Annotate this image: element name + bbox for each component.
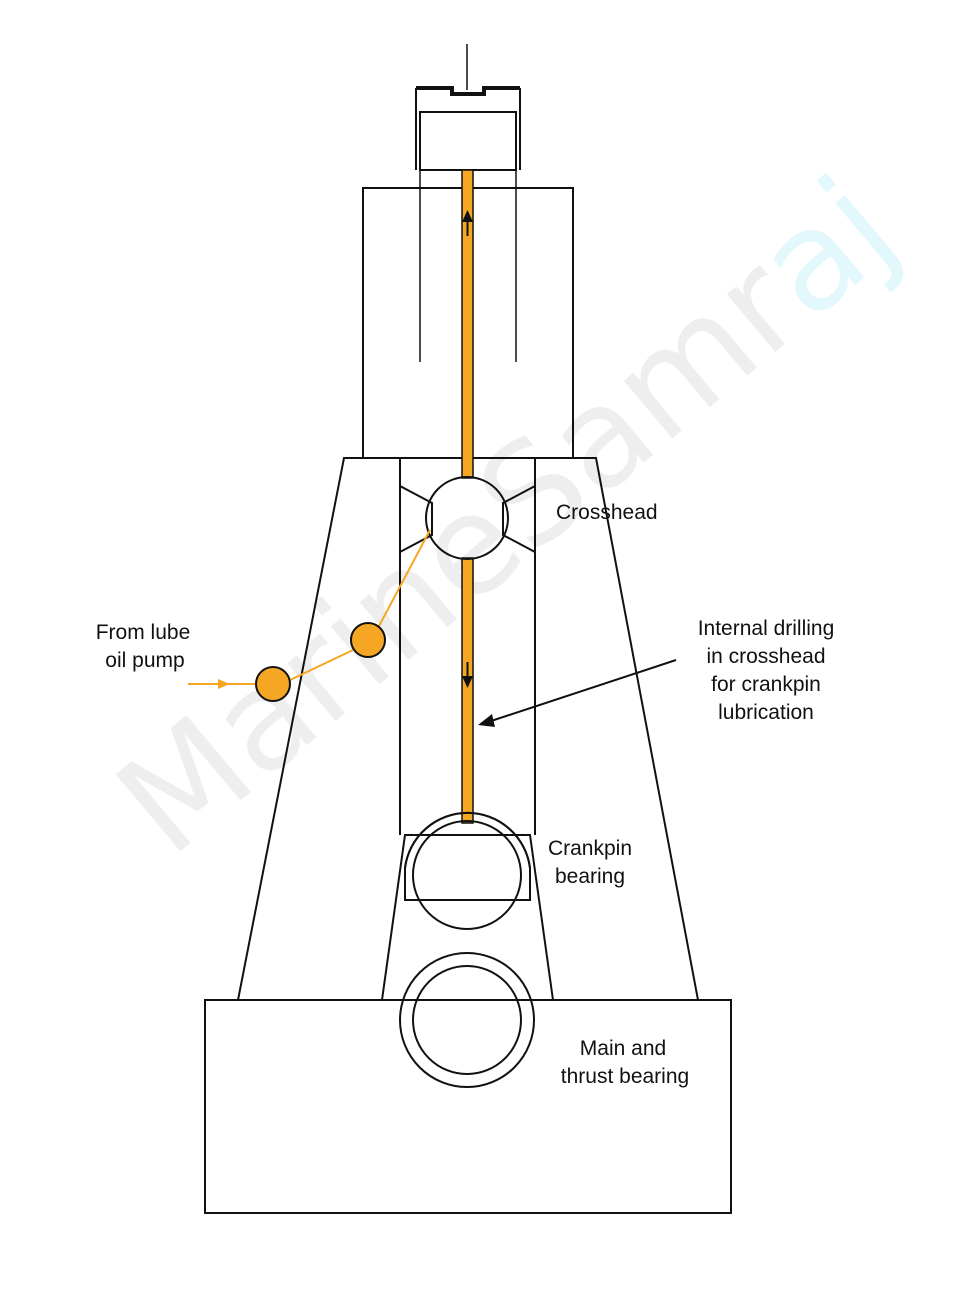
pump-joint-1 xyxy=(255,666,291,702)
crankpin-bearing xyxy=(404,811,531,930)
drilling-label-line2: in crosshead xyxy=(706,645,825,668)
drilling-label-line3: for crankpin xyxy=(711,673,821,696)
pump-joint-2 xyxy=(350,622,386,658)
flow-arrow-down-icon xyxy=(462,662,473,688)
from-pump-label-line1: From lube xyxy=(96,621,191,644)
flow-arrow-up-icon xyxy=(462,210,473,236)
crosshead-pin xyxy=(425,476,509,560)
drilling-label-line1: Internal drilling xyxy=(698,617,835,640)
watermark: MarineSamraj xyxy=(88,147,925,886)
connecting-rod xyxy=(380,834,555,1001)
crosshead-shoes xyxy=(399,485,536,553)
main-bearing-label-line1: Main and xyxy=(580,1037,666,1060)
drilling-label-line4: lubrication xyxy=(718,701,814,724)
stuffing-box-cap xyxy=(415,86,521,170)
main-bearing xyxy=(399,952,535,1088)
drilling-pointer-arrow-icon xyxy=(478,659,677,727)
crankpin-label-line2: bearing xyxy=(555,865,625,888)
watermark-text: MarineSamraj xyxy=(88,147,925,886)
crosshead-label: Crosshead xyxy=(556,501,658,524)
crankpin-label-line1: Crankpin xyxy=(548,837,632,860)
lube-oil-supply-line xyxy=(188,529,431,702)
stuffing-box xyxy=(419,111,517,171)
main-bearing-label-line2: thrust bearing xyxy=(561,1065,689,1088)
bed-plate xyxy=(204,999,732,1214)
from-pump-label-line2: oil pump xyxy=(105,649,184,672)
